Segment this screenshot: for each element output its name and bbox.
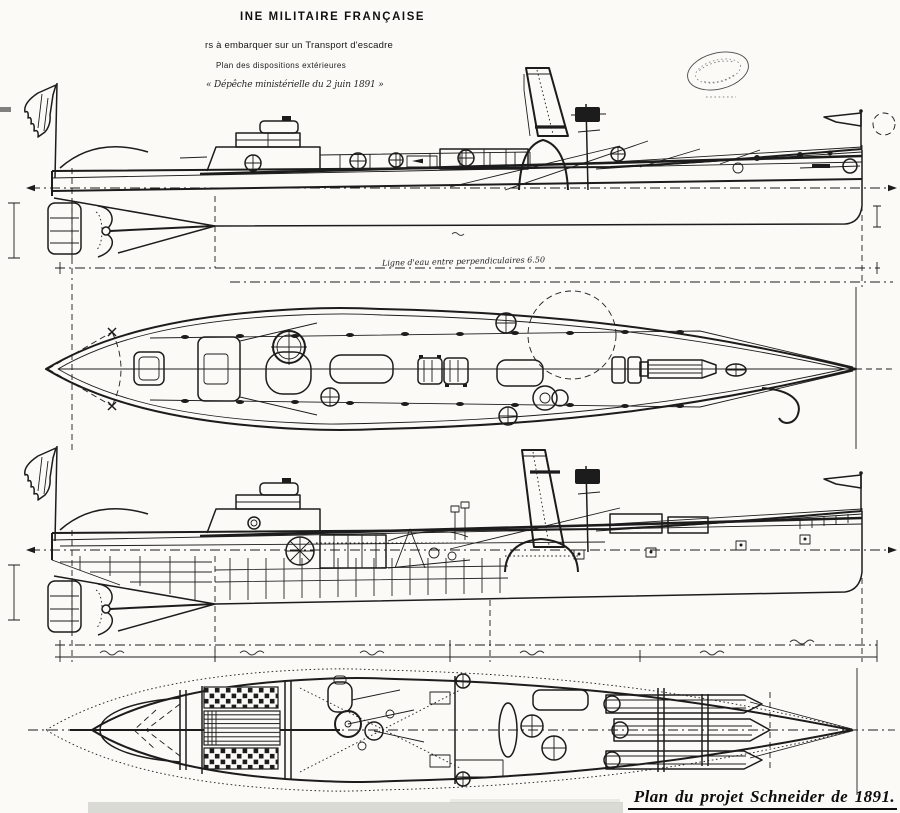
funnel [518, 67, 569, 191]
stern-flag [24, 445, 58, 542]
davit [761, 387, 800, 424]
boiler-funnel [504, 449, 579, 573]
mast-light [571, 103, 606, 191]
torpedo-stowage [603, 694, 771, 770]
training-circle [527, 290, 617, 380]
caption: Plan du projet Schneider de 1891. [627, 786, 897, 810]
dimension-scribbles [99, 639, 815, 656]
view-profile-interior [8, 445, 897, 662]
scan-shadow [88, 802, 623, 813]
deckhouse-interior [206, 478, 321, 534]
view-profile-exterior [0, 67, 897, 287]
deckhouse [206, 116, 321, 172]
engine-machinery [285, 501, 472, 569]
view-hold-plan [28, 668, 895, 795]
rudder-propeller [47, 575, 216, 637]
coal-bunkers [203, 686, 279, 770]
bow-pennant [823, 470, 864, 511]
rudder-propeller [47, 197, 216, 259]
mast-light [575, 465, 601, 553]
title-line-1: INE MILITAIRE FRANÇAISE [240, 9, 426, 23]
bow-pennant [823, 108, 864, 149]
stern-flag [24, 82, 58, 179]
view-deck-plan [45, 281, 895, 452]
ink-stamp [687, 51, 749, 91]
title-line-4-script: « Dépêche ministérielle du 2 juin 1891 » [206, 80, 384, 90]
scuttle-ports [573, 534, 811, 560]
stanchion-dots [181, 330, 684, 408]
hull-frames [60, 556, 509, 600]
twin-hatches [417, 355, 469, 387]
torpedo-tube-plan [639, 359, 717, 379]
title-line-3: Plan des dispositions extérieures [216, 61, 347, 70]
engine-plan [299, 675, 461, 773]
funnel-plan [265, 329, 312, 395]
boiler-plan [203, 710, 281, 746]
title-line-2: rs à embarquer sur un Transport d'escadr… [205, 40, 393, 51]
